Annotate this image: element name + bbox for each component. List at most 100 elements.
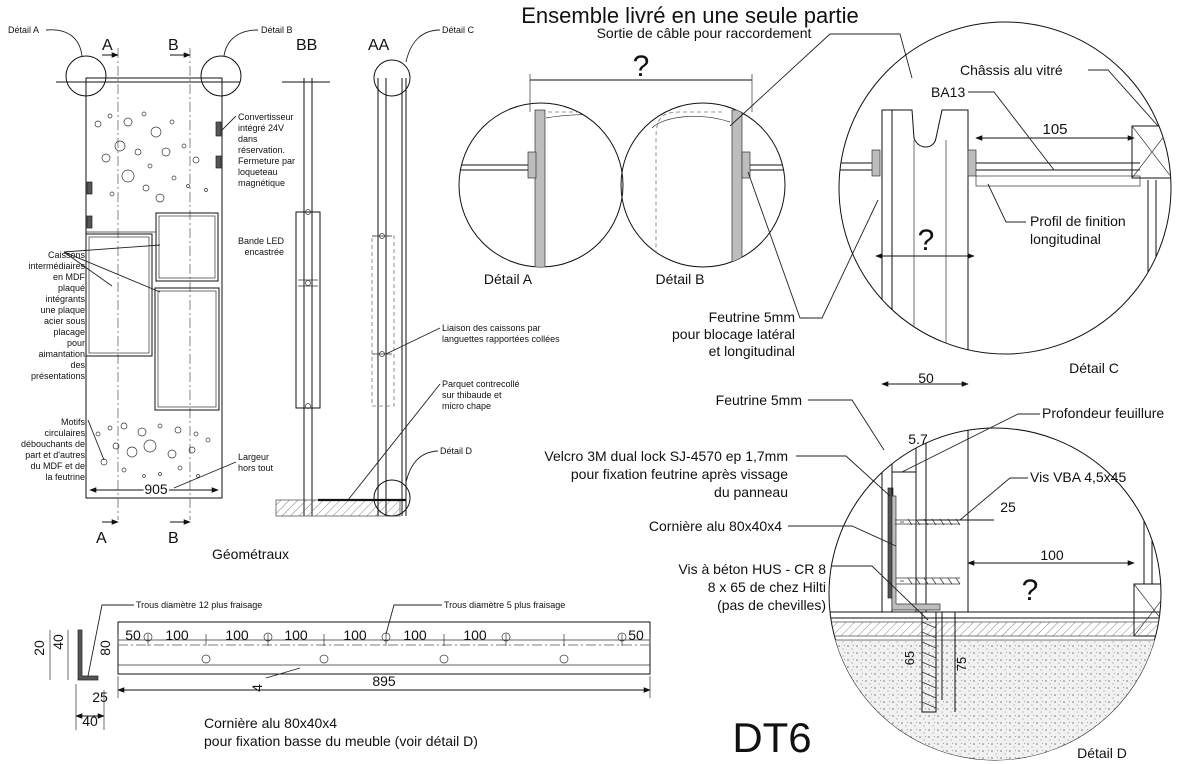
angle-dim-40h: 40 [82, 713, 98, 729]
vis-beton-line: 8 x 65 de chez Hilti [708, 579, 826, 595]
note-liaison-line: Liaison des caissons par [442, 323, 541, 333]
angle-spacing-dim: 50 [628, 627, 644, 643]
feutrine-d-label: Feutrine 5mm [716, 392, 802, 408]
section-mark-bb: BB [296, 37, 317, 54]
dim-105: 105 [1042, 121, 1067, 138]
circular-holes-bottom [95, 422, 211, 478]
cable-note: Sortie de câble pour raccordement [597, 25, 812, 41]
note-convertisseur-line: loqueteau [238, 167, 278, 177]
angle-spacing-dim: 100 [225, 627, 249, 643]
note-convertisseur-line: intégré 24V [238, 123, 284, 133]
note-parquet-line: Parquet contrecollé [442, 379, 520, 389]
angle-dim-25: 25 [92, 689, 108, 705]
note-largeur-line: Largeur [238, 452, 269, 462]
dim-25: 25 [1000, 499, 1016, 515]
velcro-label-line: du panneau [714, 484, 788, 500]
velcro-label-line: pour fixation feutrine après vissage [571, 466, 788, 482]
angle-bracket-drawing: 895 4 20 40 80 25 40 Trous diamètre 12 p… [31, 600, 651, 749]
detail-d-callout: Détail D [440, 446, 473, 456]
note-liaison-line: languettes rapportées collées [442, 334, 560, 344]
angle-spacing-dim: 100 [284, 627, 308, 643]
angle-spacing-dim: 100 [403, 627, 427, 643]
profondeur-label: Profondeur feuillure [1042, 405, 1164, 421]
chassis-label: Châssis alu vitré [960, 62, 1063, 78]
note-caissons-line: acier sous [44, 316, 86, 326]
svg-text:Velcro 3M dual lock SJ-4570 ep: Velcro 3M dual lock SJ-4570 ep 1,7mmpour… [544, 448, 788, 500]
note-motifs-line: part et d'autres [25, 450, 85, 460]
svg-text:Vis à béton HUS - CR 88 x 65 d: Vis à béton HUS - CR 88 x 65 de chez Hil… [678, 561, 826, 613]
angle-dim-4: 4 [249, 684, 265, 692]
section-mark-aa: AA [368, 37, 390, 54]
section-mark-a-bottom: A [96, 530, 107, 547]
width-dimension: 905 [144, 481, 168, 497]
trous5-label: Trous diamètre 5 plus fraisage [444, 600, 565, 610]
note-convertisseur-line: réservation. [238, 145, 285, 155]
note-caissons-line: une plaque [40, 305, 85, 315]
section-bb: BB [275, 37, 401, 517]
note-caissons-line: des [70, 360, 85, 370]
angle-spacing-dim: 50 [125, 627, 141, 643]
detail-c-view: ? 105 Châssis alu vitré BA13 Profil de f… [838, 21, 1172, 376]
note-caissons-line: intégrants [45, 294, 85, 304]
vis-vba-label: Vis VBA 4,5x45 [1030, 469, 1126, 485]
detail-a-view: Détail A [458, 102, 624, 287]
sheet-title: Ensemble livré en une seule partie [521, 3, 859, 28]
detail-b-view: Détail B [620, 102, 786, 287]
note-motifs-line: circulaires [44, 428, 85, 438]
detail-c-label: Détail C [1069, 360, 1119, 376]
angle-caption-line: Cornière alu 80x40x4 [204, 715, 337, 731]
trous12-label: Trous diamètre 12 plus fraisage [136, 600, 262, 610]
note-motifs-line: la feutrine [45, 472, 85, 482]
detail-b-callout: Détail B [261, 25, 293, 35]
circular-holes-top [94, 111, 208, 203]
angle-caption-line: pour fixation basse du meuble (voir déta… [204, 733, 478, 749]
note-caissons-line: en MDF [53, 272, 86, 282]
angle-spacing-dim: 100 [343, 627, 367, 643]
detail-c-question: ? [918, 224, 935, 257]
profil-label-line: longitudinal [1030, 231, 1101, 247]
note-convertisseur-line: magnétique [238, 178, 285, 188]
detail-a-callout: Détail A [8, 25, 39, 35]
holes-5mm [201, 654, 569, 664]
sheet-id: DT6 [732, 714, 811, 761]
angle-dim-20: 20 [31, 640, 47, 656]
section-mark-b-top: B [168, 37, 179, 54]
dim-5-7: 5.7 [908, 431, 928, 447]
note-parquet-line: sur thibaude et [442, 390, 502, 400]
note-caissons-line: intermédiaires [28, 261, 85, 271]
feutrine-note-line: et longitudinal [709, 343, 795, 359]
angle-total-dim: 895 [372, 673, 396, 689]
elevation-caption: Géométraux [212, 546, 289, 562]
dim-100: 100 [1040, 547, 1064, 563]
note-caissons-line: plaqué [58, 283, 85, 293]
angle-dim-80: 80 [97, 640, 113, 656]
section-mark-b-bottom: B [168, 530, 179, 547]
section-aa: AA [318, 37, 411, 517]
angle-spacing-dim: 100 [165, 627, 189, 643]
detail-c-callout: Détail C [442, 25, 475, 35]
corniere-d-label: Cornière alu 80x40x4 [649, 518, 782, 534]
detail-d-label: Détail D [1077, 745, 1127, 761]
note-motifs-line: Motifs [61, 417, 86, 427]
detail-d-question: ? [1022, 574, 1039, 607]
section-mark-a-top: A [102, 37, 113, 54]
detail-d-view: 50 5.7 25 100 ? 65 75 Feutrine 5mm Profo… [544, 370, 1164, 761]
note-motifs-line: débouchants de [21, 439, 85, 449]
dim-75: 75 [954, 657, 969, 671]
angle-dim-40v: 40 [50, 634, 66, 650]
